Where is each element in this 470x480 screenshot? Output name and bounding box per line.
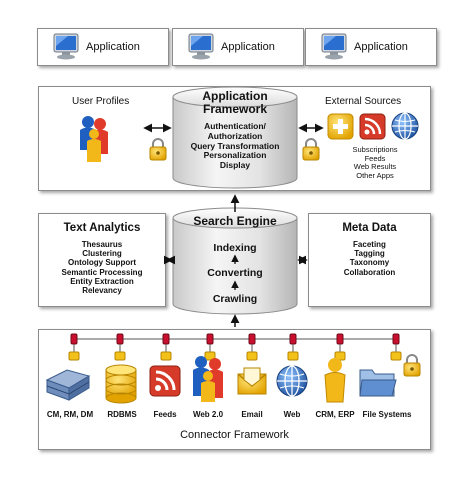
lock-icon: [403, 354, 421, 377]
connector-lock-icon: [246, 351, 258, 361]
connector-lock-icon: [334, 351, 346, 361]
app-framework-title-line1: Application: [202, 89, 268, 103]
text-analytics-item: Relevancy: [82, 285, 122, 295]
lock-icon: [149, 138, 167, 161]
text-analytics-item: Clustering: [82, 249, 122, 259]
stage-converting: Converting: [207, 267, 263, 279]
external-sources-list: Subscriptions Feeds Web Results Other Ap…: [340, 145, 410, 181]
meta-data-list: Faceting Tagging Taxonomy Collaboration: [308, 240, 431, 277]
external-sources-label: External Sources: [325, 96, 402, 107]
globe-icon: [391, 112, 419, 140]
text-analytics-item: Entity Extraction: [70, 276, 134, 286]
text-analytics-title: Text Analytics: [63, 222, 141, 234]
person-icon: [324, 358, 346, 403]
connector-node: [206, 333, 214, 345]
connector-label-crm-erp: CRM, ERP: [315, 410, 355, 419]
user-profiles-icon: [80, 116, 108, 162]
app-framework-items: Authentication/ Authorization Query Tran…: [173, 121, 297, 171]
app-framework-title: Application Framework: [173, 90, 297, 116]
framework-item: Authentication/: [204, 121, 266, 131]
connector-lock-icon: [68, 351, 80, 361]
meta-data-item: Collaboration: [343, 267, 396, 277]
external-source-item: Other Apps: [356, 170, 394, 180]
meta-data-item: Faceting: [353, 240, 386, 249]
text-analytics-list: Thesaurus Clustering Ontology Support Se…: [38, 240, 166, 295]
meta-data-title: Meta Data: [342, 222, 397, 234]
connector-node: [392, 333, 400, 345]
meta-data-item: Tagging: [354, 249, 385, 259]
connector-framework-label: Connector Framework: [180, 429, 289, 441]
connector-node: [116, 333, 124, 345]
globe-icon: [276, 365, 308, 397]
text-analytics-item: Ontology Support: [68, 258, 136, 268]
application-box-3: Application: [305, 28, 437, 66]
connector-label-file-systems: File Systems: [362, 410, 412, 419]
monitor-icon: [188, 33, 214, 60]
application-label: Application: [86, 41, 140, 53]
connector-node: [248, 333, 256, 345]
text-analytics-box: [38, 213, 166, 307]
stage-crawling: Crawling: [212, 293, 258, 305]
lock-icon: [302, 138, 320, 161]
connector-lock-icon: [114, 351, 126, 361]
people-icon: [193, 356, 223, 402]
external-source-item: Feeds: [364, 153, 386, 163]
framework-item: Personalization: [203, 150, 267, 161]
stage-indexing: Indexing: [213, 242, 257, 254]
connector-label-feeds: Feeds: [153, 410, 177, 419]
connector-lock-icon: [160, 351, 172, 361]
framework-item: Display: [219, 160, 251, 171]
connector-label-rdbms: RDBMS: [107, 410, 137, 419]
envelope-icon: [237, 367, 267, 395]
connector-label-web20: Web 2.0: [192, 410, 224, 419]
application-framework-cylinder: [172, 86, 298, 189]
application-label: Application: [221, 41, 275, 53]
application-label: Application: [354, 41, 408, 53]
connector-lock-icon: [287, 351, 299, 361]
external-source-item: Subscriptions: [352, 145, 398, 154]
rss-icon: [359, 113, 386, 140]
database-icon: [105, 364, 137, 404]
application-box-1: Application: [37, 28, 169, 66]
meta-data-box: [308, 213, 431, 307]
connector-node: [289, 333, 297, 345]
app-framework-title-line2: Framework: [202, 102, 268, 116]
user-profiles-label: User Profiles: [72, 96, 130, 107]
connector-node: [162, 333, 170, 345]
connector-label-web: Web: [283, 410, 301, 419]
search-engine-title: Search Engine: [193, 214, 277, 228]
application-box-2: Application: [172, 28, 304, 66]
plus-icon: [327, 113, 354, 140]
external-source-item: Web Results: [353, 162, 397, 172]
connector-node: [336, 333, 344, 345]
connector-lock-icon: [390, 351, 402, 361]
rss-icon: [149, 365, 181, 397]
framework-item: Query Transformation: [190, 140, 280, 151]
monitor-icon: [321, 33, 347, 60]
monitor-icon: [53, 33, 79, 60]
framework-item: Authorization: [207, 130, 263, 141]
connector-nodes: [68, 333, 402, 361]
connector-lock-icon: [204, 351, 216, 361]
meta-data-item: Taxonomy: [349, 258, 390, 268]
folder-icon: [359, 369, 397, 397]
connector-label-cm-rm-dm: CM, RM, DM: [46, 410, 94, 419]
text-analytics-item: Thesaurus: [81, 240, 123, 249]
text-analytics-item: Semantic Processing: [61, 267, 143, 277]
connector-node: [70, 333, 78, 345]
server-icon: [45, 369, 91, 401]
connector-label-email: Email: [241, 410, 263, 419]
